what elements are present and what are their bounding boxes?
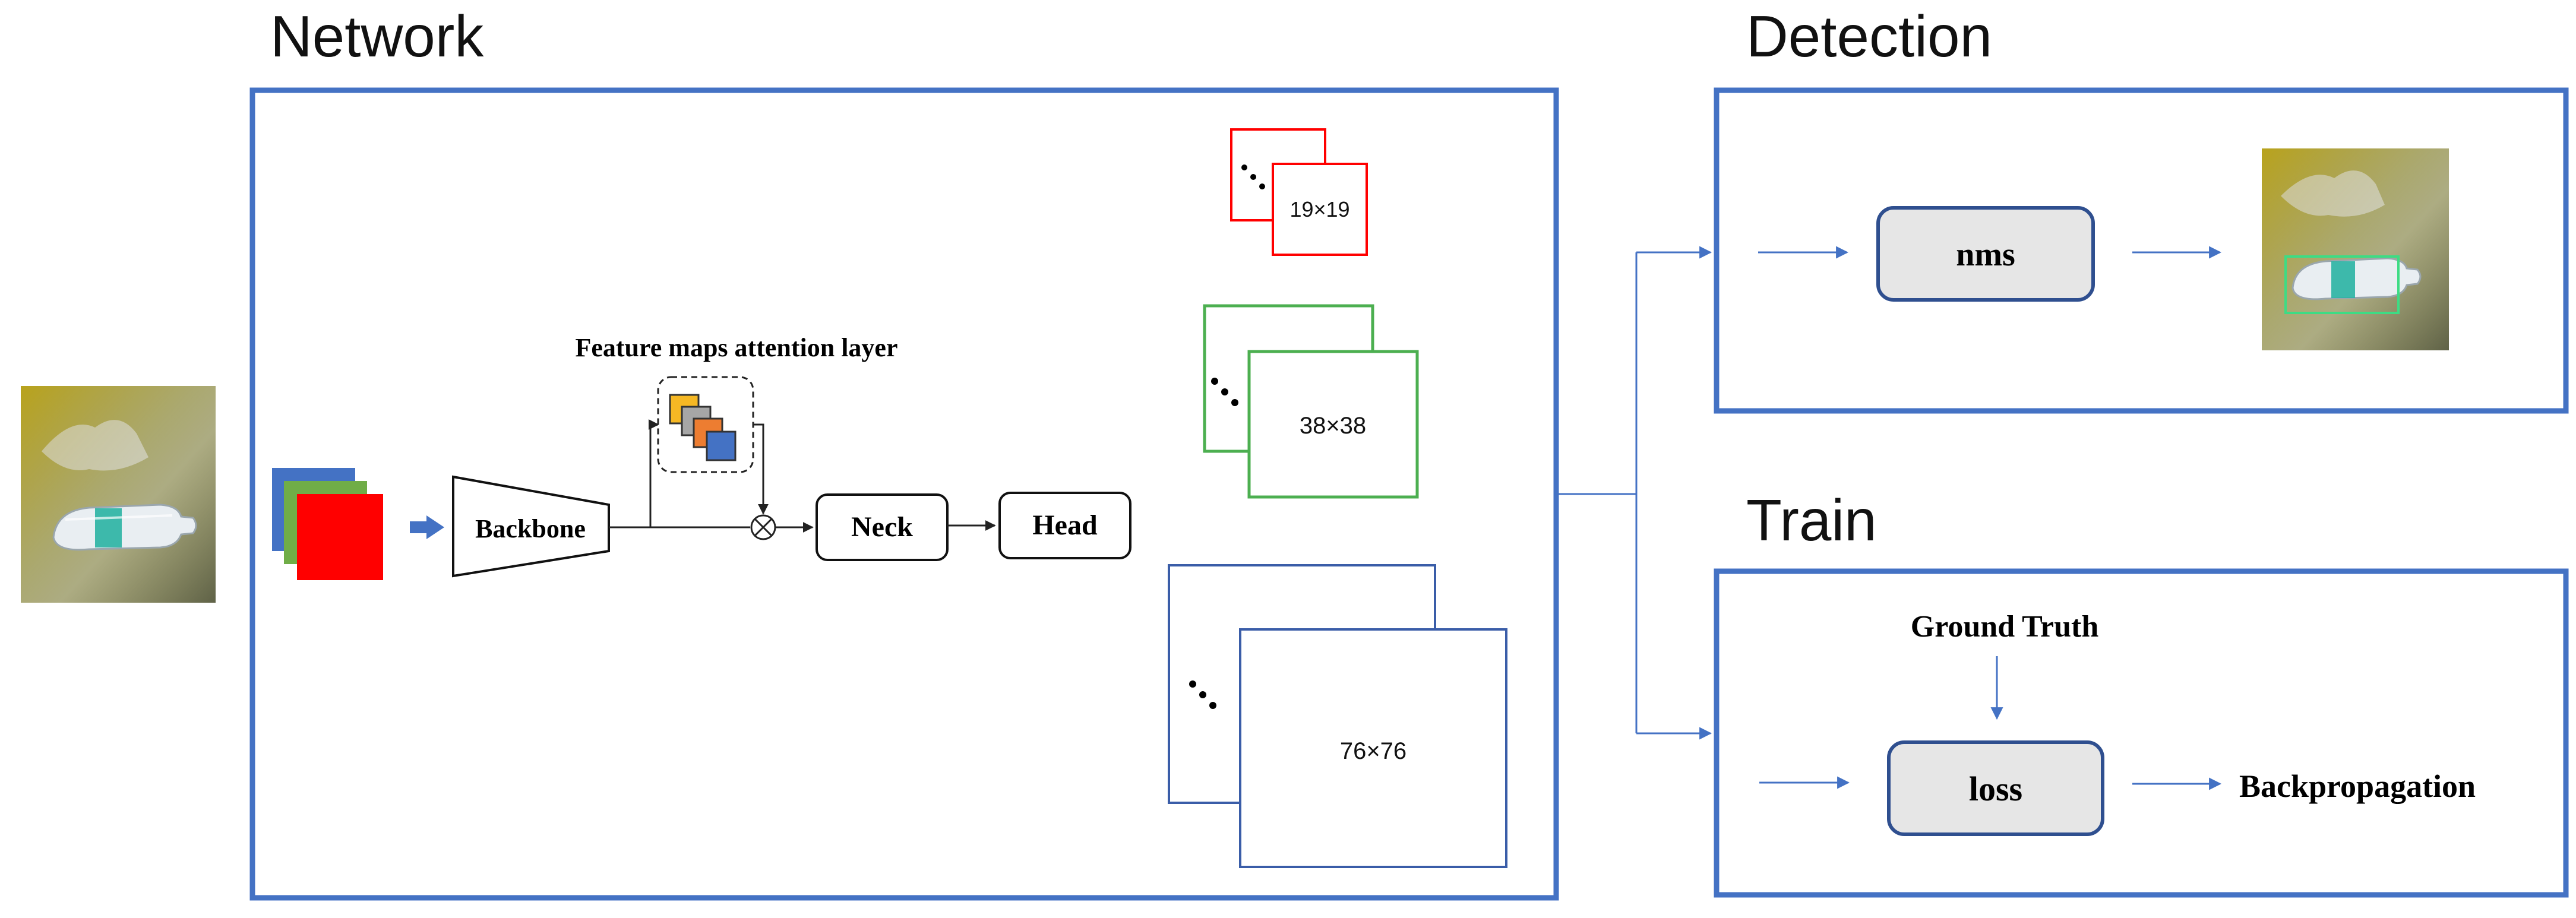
head-label: Head: [1032, 509, 1098, 541]
rgb-channel-stack: [272, 468, 383, 580]
attention-input-line: [648, 419, 659, 527]
ellipsis-icon: [1211, 378, 1238, 406]
nms-block: [1876, 206, 2095, 302]
detection-frame: [1714, 87, 2569, 414]
red-channel: [297, 494, 383, 580]
feature-map-stack-icon: [669, 394, 737, 461]
backbone-label: Backbone: [475, 514, 586, 543]
detection-bounding-box: [2284, 255, 2400, 314]
backpropagation-label: Backpropagation: [2239, 768, 2476, 804]
train-section-title: Train: [1746, 488, 1877, 553]
feature-map-38: 38×38: [1203, 304, 1419, 499]
backbone-block: [452, 475, 610, 578]
attention-layer-label: Feature maps attention layer: [576, 333, 898, 362]
neck-label: Neck: [851, 511, 913, 543]
loss-block: [1887, 740, 2104, 836]
feature-map-label-38: 38×38: [1300, 413, 1366, 439]
train-frame: [1714, 568, 2569, 898]
loss-label: loss: [1969, 770, 2022, 808]
nms-label: nms: [1956, 236, 2015, 273]
feature-map-label-19: 19×19: [1289, 197, 1349, 221]
bottle-icon: [52, 504, 197, 551]
ellipsis-icon: [1189, 680, 1216, 709]
attention-output-line: [753, 423, 769, 515]
multiply-icon: [750, 514, 776, 540]
head-block: [998, 492, 1131, 559]
feature-map-76: 76×76: [1168, 564, 1507, 868]
feature-map-19: 19×19: [1230, 128, 1368, 256]
ellipsis-icon: [1241, 164, 1265, 189]
detection-result-image: [2262, 148, 2449, 350]
network-section-title: Network: [270, 4, 484, 69]
input-image: [21, 386, 216, 603]
feature-map-label-76: 76×76: [1340, 738, 1406, 764]
ground-truth-label: Ground Truth: [1911, 610, 2099, 644]
detection-section-title: Detection: [1746, 4, 1992, 69]
neck-block: [816, 493, 949, 561]
